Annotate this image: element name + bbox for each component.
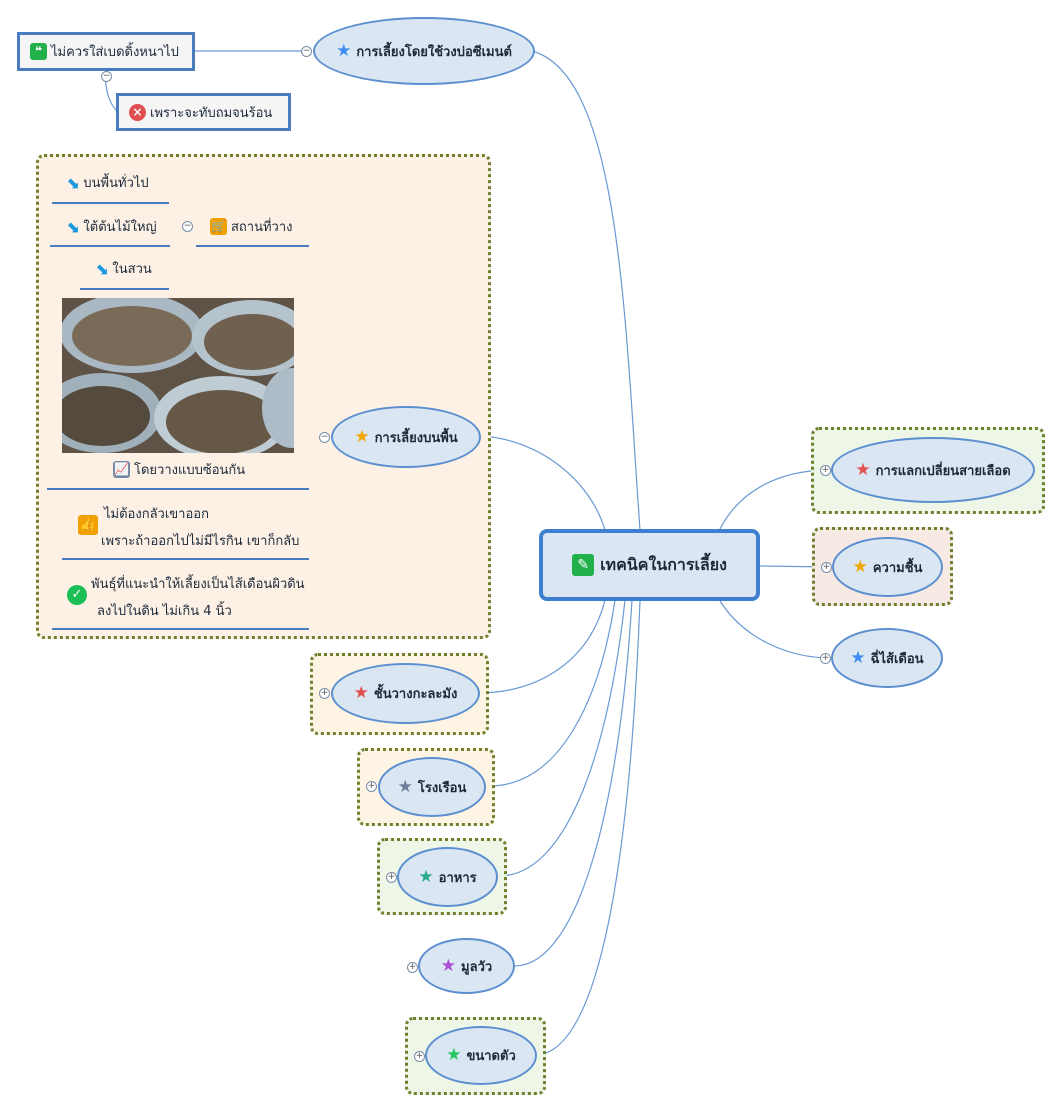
star-icon: ★ (850, 647, 866, 668)
divider (196, 245, 309, 247)
arrow-down-right-icon: ⬊ (95, 259, 109, 278)
star-icon: ★ (855, 459, 871, 480)
star-icon: ★ (446, 1045, 462, 1065)
expand-toggle[interactable]: + (821, 562, 832, 573)
tip-line-1: ไม่ต้องกลัวเขาออก (104, 507, 209, 522)
expand-toggle[interactable]: + (820, 653, 831, 664)
star-icon: ★ (336, 40, 352, 61)
quote-icon: ❝ (30, 43, 47, 60)
stacked-basins-image (62, 298, 294, 453)
place-item[interactable]: ⬊ ในสวน (95, 259, 152, 278)
topic-label: อาหาร (438, 870, 477, 886)
breed-line-2: ลงไปในดิน ไม่เกิน 4 นิ้ว (97, 604, 232, 619)
divider (62, 558, 309, 560)
collapse-toggle[interactable]: − (101, 71, 112, 82)
topic-label: การเลี้ยงโดยใช้วงบ่อซีเมนต์ (356, 44, 512, 60)
expand-toggle[interactable]: + (820, 465, 831, 476)
central-label: เทคนิคในการเลี้ยง (600, 554, 727, 574)
expand-toggle[interactable]: + (414, 1051, 425, 1062)
topic-cement-pond[interactable]: ★ การเลี้ยงโดยใช้วงบ่อซีเมนต์ (313, 17, 535, 85)
note-heat-reason[interactable]: × เพราะจะทับถมจนร้อน (116, 93, 291, 131)
expand-toggle[interactable]: + (386, 872, 397, 883)
arrow-down-right-icon: ⬊ (66, 173, 80, 192)
topic-label: ฉี่ไส้เดือน (870, 651, 924, 667)
topic-label: ขนาดตัว (466, 1049, 516, 1064)
arrow-down-right-icon: ⬊ (66, 217, 80, 236)
expand-toggle[interactable]: + (319, 688, 330, 699)
central-topic[interactable]: ✎ เทคนิคในการเลี้ยง (539, 529, 760, 601)
topic-label: ชั้นวางกะละมัง (373, 687, 458, 702)
star-icon: ★ (353, 683, 369, 703)
topic-shelf[interactable]: ★ ชั้นวางกะละมัง (331, 663, 480, 724)
cross-icon: × (129, 103, 146, 121)
note-bedding[interactable]: ❝ ไม่ควรใส่เบดดิ้งหนาไป (17, 32, 195, 71)
topic-food[interactable]: ★ อาหาร (397, 847, 498, 907)
topic-label: ความชื้น (872, 560, 923, 576)
topic-floor[interactable]: ★ การเลี้ยงบนพื้น (331, 406, 481, 468)
star-icon: ★ (397, 776, 413, 797)
expand-toggle[interactable]: + (366, 781, 377, 792)
topic-label: การแลกเปลี่ยนสายเลือด (875, 463, 1011, 479)
star-icon: ★ (354, 426, 370, 447)
topic-house[interactable]: ★ โรงเรือน (378, 757, 486, 817)
collapse-toggle[interactable]: − (301, 46, 312, 57)
divider (52, 202, 169, 204)
place-item[interactable]: ⬊ ใต้ต้นไม้ใหญ่ (66, 217, 157, 236)
divider (52, 628, 309, 630)
divider (50, 245, 170, 247)
star-icon: ★ (418, 866, 434, 887)
pencil-icon: ✎ (572, 554, 595, 576)
topic-label: โรงเรือน (417, 780, 467, 796)
topic-cow-dung[interactable]: ★ มูลวัว (418, 938, 515, 994)
place-item[interactable]: ⬊ บนพื้นทั่วไป (66, 173, 149, 192)
tip-line-2: เพราะถ้าออกไปไม่มีไรกิน เขาก็กลับ (101, 534, 300, 549)
divider (47, 488, 309, 490)
check-icon: ✓ (67, 585, 87, 605)
topic-humidity[interactable]: ★ ความชื้น (832, 537, 943, 597)
divider (80, 288, 169, 290)
thumbs-up-icon: 👍 (78, 515, 98, 535)
collapse-toggle[interactable]: − (182, 221, 193, 232)
note-label: ไม่ควรใส่เบดดิ้งหนาไป (51, 45, 179, 60)
topic-label: มูลวัว (461, 959, 493, 975)
breed-line-1: พันธุ์ที่แนะนำให้เลี้ยงเป็นไส้เดือนผิวดิ… (91, 577, 305, 592)
topic-label: การเลี้ยงบนพื้น (374, 430, 458, 446)
image-caption[interactable]: 📈 โดยวางแบบซ้อนกัน (113, 461, 246, 478)
expand-toggle[interactable]: + (407, 962, 418, 973)
chart-icon: 📈 (113, 461, 130, 478)
star-icon: ★ (440, 955, 457, 976)
collapse-toggle[interactable]: − (319, 432, 330, 443)
topic-body-size[interactable]: ★ ขนาดตัว (425, 1026, 537, 1085)
topic-worm-urine[interactable]: ★ ฉี่ไส้เดือน (831, 628, 943, 688)
reason-label: เพราะจะทับถมจนร้อน (150, 105, 273, 121)
topic-bloodline[interactable]: ★ การแลกเปลี่ยนสายเลือด (831, 437, 1035, 503)
star-icon: ★ (852, 556, 868, 577)
cart-icon: 🛒 (210, 218, 227, 235)
place-label[interactable]: 🛒 สถานที่วาง (210, 218, 293, 235)
